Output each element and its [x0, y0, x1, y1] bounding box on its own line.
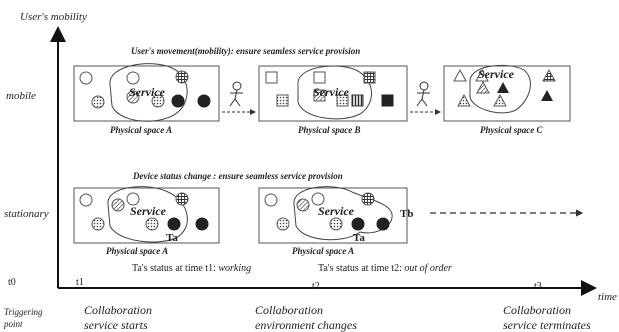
- status-2-value: out of order: [404, 263, 452, 274]
- t0-label: t0: [8, 277, 16, 288]
- user-figure-2: [416, 81, 430, 107]
- level-stationary-label: stationary: [4, 208, 49, 220]
- mobile-heading: User's movement(mobility): ensure seamle…: [131, 46, 361, 56]
- x-axis-title: time: [598, 291, 617, 303]
- mobile-space-a: [73, 63, 220, 122]
- stationary-2-device: Ta: [353, 232, 365, 244]
- event3-line2: service terminates: [503, 318, 591, 332]
- event2-line2: environment changes: [255, 318, 357, 332]
- status-line-2: Ta's status at time t2: out of order: [318, 264, 452, 274]
- stationary-heading: Device status change : ensure seamless s…: [133, 171, 343, 181]
- t2-label: t2: [312, 281, 320, 292]
- event1-line2: service starts: [84, 318, 148, 332]
- status-line-1: Ta's status at time t1: working: [132, 264, 251, 274]
- stationary-space-1: [73, 186, 220, 244]
- triggering-label-1: Triggering: [4, 307, 43, 317]
- event1-line1: Collaboration: [84, 303, 153, 317]
- status-1-prefix: Ta's status at time t1:: [132, 263, 219, 274]
- stationary-space-2: [258, 186, 408, 244]
- mobile-a-label: Physical space A: [110, 125, 173, 135]
- t1-label: t1: [76, 277, 84, 288]
- status-1-value: working: [218, 263, 252, 274]
- event3-line1: Collaboration: [503, 303, 572, 317]
- stationary-1-device: Ta: [166, 232, 178, 244]
- y-axis-title: User's mobility: [20, 11, 87, 23]
- mobile-a-service: Service: [129, 85, 165, 99]
- stationary-2-service: Service: [318, 204, 354, 218]
- event2-line1: Collaboration: [255, 303, 324, 317]
- level-mobile-label: mobile: [6, 90, 36, 102]
- triggering-label-2: point: [4, 319, 23, 329]
- user-figure-1: [229, 81, 243, 107]
- mobile-space-c: [443, 64, 571, 122]
- stationary-1-label: Physical space A: [106, 246, 169, 256]
- mobile-b-service: Service: [313, 85, 349, 99]
- status-2-prefix: Ta's status at time t2:: [318, 263, 405, 274]
- mobile-c-service: Service: [478, 67, 514, 81]
- stationary-2-device2: Tb: [400, 208, 414, 220]
- stationary-2-label: Physical space A: [292, 246, 355, 256]
- mobile-space-b: [258, 65, 408, 122]
- stationary-1-service: Service: [130, 204, 166, 218]
- mobile-b-label: Physical space B: [298, 125, 361, 135]
- mobile-c-label: Physical space C: [480, 125, 543, 135]
- t3-label: t3: [534, 281, 542, 292]
